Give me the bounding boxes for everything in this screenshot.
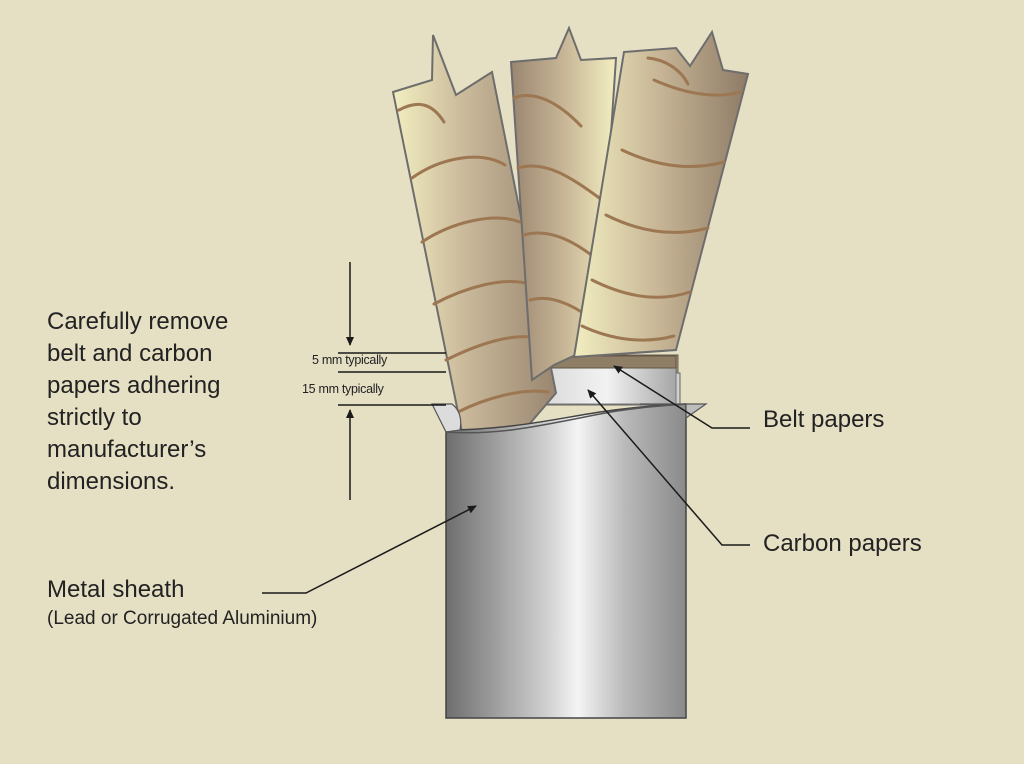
core-interior [537, 367, 677, 405]
instruction-line: papers adhering [47, 372, 221, 399]
metal-sheath [431, 403, 708, 719]
instruction-line: manufacturer’s [47, 436, 207, 463]
metal-sheath-note: (Lead or Corrugated Aluminium) [47, 608, 318, 629]
belt-trim-dimension-label: 5 mm typically [312, 353, 387, 367]
instruction-line: Carefully remove [47, 308, 229, 335]
carbon-papers-leader [587, 389, 750, 546]
metal-sheath-label: Metal sheath [47, 576, 185, 603]
conductor-core-right [572, 29, 750, 359]
instruction-line: dimensions. [47, 468, 176, 495]
metal-sheath-leader [262, 505, 477, 594]
carbon-trim-dimension-label: 15 mm typically [302, 382, 384, 396]
instruction-text: Carefully remove belt and carbon papers … [47, 306, 228, 498]
belt-papers-leader [613, 365, 750, 429]
belt-papers-label: Belt papers [763, 406, 885, 433]
carbon-papers-label: Carbon papers [763, 530, 922, 557]
instruction-line: strictly to [47, 404, 142, 431]
instruction-line: belt and carbon [47, 340, 213, 367]
dimension-marker [338, 262, 446, 500]
